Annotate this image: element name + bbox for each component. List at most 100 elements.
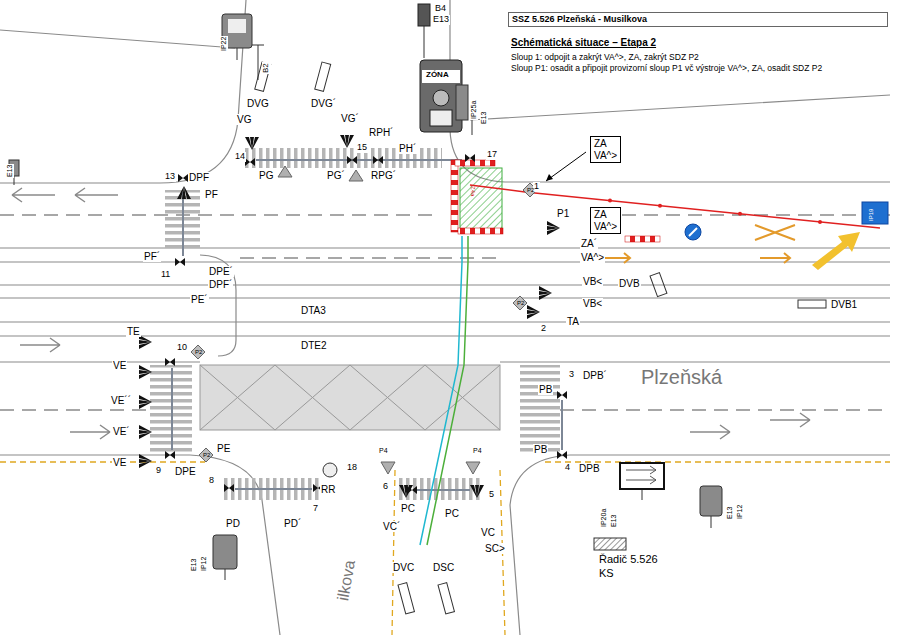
cable-route: [427, 236, 468, 545]
plan-label: PC: [444, 508, 460, 519]
pedestrian-signal: [465, 154, 475, 162]
plan-label: DTE2: [300, 340, 328, 351]
plan-label: TA: [566, 316, 580, 327]
cable-route: [420, 236, 462, 545]
pole-triangle: [278, 166, 480, 474]
plan-label: ZÓNA: [425, 71, 450, 80]
pedestrian-signal: [557, 451, 567, 459]
signal-head: [547, 221, 560, 235]
plan-label: 13: [164, 172, 176, 182]
plan-label: PE: [216, 443, 231, 454]
plan-label: Z4a: [469, 185, 476, 197]
sign-text: ZA: [594, 138, 617, 150]
plan-label: 4: [564, 463, 571, 473]
pedestrian-signal: [224, 484, 234, 492]
plan-label: DVC: [392, 562, 415, 573]
sign-text: VA^>: [594, 150, 617, 162]
signal-head: [527, 305, 540, 319]
plan-label: 6: [382, 482, 389, 492]
detector-loop: [438, 583, 454, 614]
pedestrian-signal: [245, 158, 255, 166]
leader-line: [546, 152, 586, 181]
sign-post: [14, 26, 711, 580]
plan-label: VE: [112, 457, 127, 468]
detector-loop: [315, 62, 331, 91]
traffic-island: [200, 255, 236, 356]
plan-label: IP19: [868, 208, 875, 222]
plan-label: PB: [533, 444, 548, 455]
plan-label: DPE: [174, 466, 197, 477]
yellow-arrow: [812, 232, 860, 270]
plan-label: PB: [538, 384, 553, 395]
road-line: [0, 248, 890, 635]
pedestrian-signal: [407, 486, 417, 494]
plan-label: 17: [486, 150, 498, 160]
plan-label: 10: [176, 343, 188, 353]
sheet-heading: Schématická situace – Etapa 2: [510, 37, 657, 48]
street-name: ilkova: [334, 558, 359, 603]
pedestrian-signal: [175, 258, 185, 266]
sign-text: ZA: [594, 209, 617, 221]
crossing-guide: [172, 160, 562, 490]
plan-label: VC: [480, 527, 496, 538]
plan-label: VE: [112, 360, 127, 371]
plan-label: RPG´: [370, 170, 397, 181]
plan-label: ZA´: [580, 238, 598, 249]
plan-label: 7: [312, 504, 319, 514]
plan-label: VB<: [582, 298, 603, 309]
plan-label: PE´: [190, 294, 209, 305]
plan-label: E13: [610, 514, 618, 528]
pedestrian-signal: [165, 451, 175, 459]
signal-head: [139, 425, 152, 439]
zone-sign-band: [422, 70, 460, 83]
signal-head: [139, 365, 152, 379]
sign-box: ZAVA^>: [590, 136, 621, 163]
plan-label: P2: [202, 452, 211, 459]
plan-label: VG: [236, 114, 252, 125]
detector-loop: [798, 300, 826, 308]
title-box: SSZ 5.526 Plzeňská - Musilkova: [508, 12, 888, 27]
sign-text: VA^>: [594, 221, 617, 233]
plan-label: PG: [258, 170, 274, 181]
plan-label: IP12: [200, 556, 208, 572]
traffic-sign: [456, 85, 468, 120]
plan-label: PH´: [398, 143, 417, 154]
plan-label: B2: [262, 62, 271, 74]
controller-cabinet: [594, 538, 626, 550]
plan-label: DVB1: [830, 299, 858, 310]
plan-label: Sloup P1: osadit a připojit provizorní s…: [510, 64, 823, 73]
plan-label: IP20a: [600, 508, 608, 528]
zebra-crossing: [520, 365, 560, 453]
plan-label: E13: [480, 111, 488, 125]
hatched-area: [200, 365, 500, 430]
barrier: [451, 160, 458, 232]
leader-arrow: [546, 174, 553, 181]
road-curb: [0, 0, 890, 183]
plan-label: RPH´: [368, 127, 394, 138]
plan-label: PF´: [143, 251, 161, 262]
closure-line: [470, 185, 880, 228]
plan-label: 14: [234, 152, 246, 162]
plan-label: DVG: [246, 98, 270, 109]
plan-label: TE: [126, 326, 141, 337]
plan-label: PD´: [283, 518, 302, 529]
signal-head: [139, 335, 152, 349]
signal-head: [177, 186, 191, 199]
plan-label: 5: [488, 490, 495, 500]
plan-label: P1: [556, 208, 570, 219]
detector-loop: [255, 62, 271, 91]
plan-label: DPF´: [208, 279, 233, 290]
plan-label: E13: [190, 558, 198, 572]
plan-label: PG´: [326, 170, 346, 181]
signal-head: [245, 137, 259, 150]
plan-label: IP22: [220, 36, 228, 52]
plan-label: DPB: [578, 463, 601, 474]
plan-label: P2: [526, 187, 535, 194]
pedestrian-signal: [347, 156, 357, 164]
signal-head: [139, 395, 152, 409]
plan-label: DVB: [618, 278, 641, 289]
signal-head: [539, 286, 552, 300]
traffic-sign: [418, 4, 430, 26]
plan-label: 8: [208, 476, 215, 486]
